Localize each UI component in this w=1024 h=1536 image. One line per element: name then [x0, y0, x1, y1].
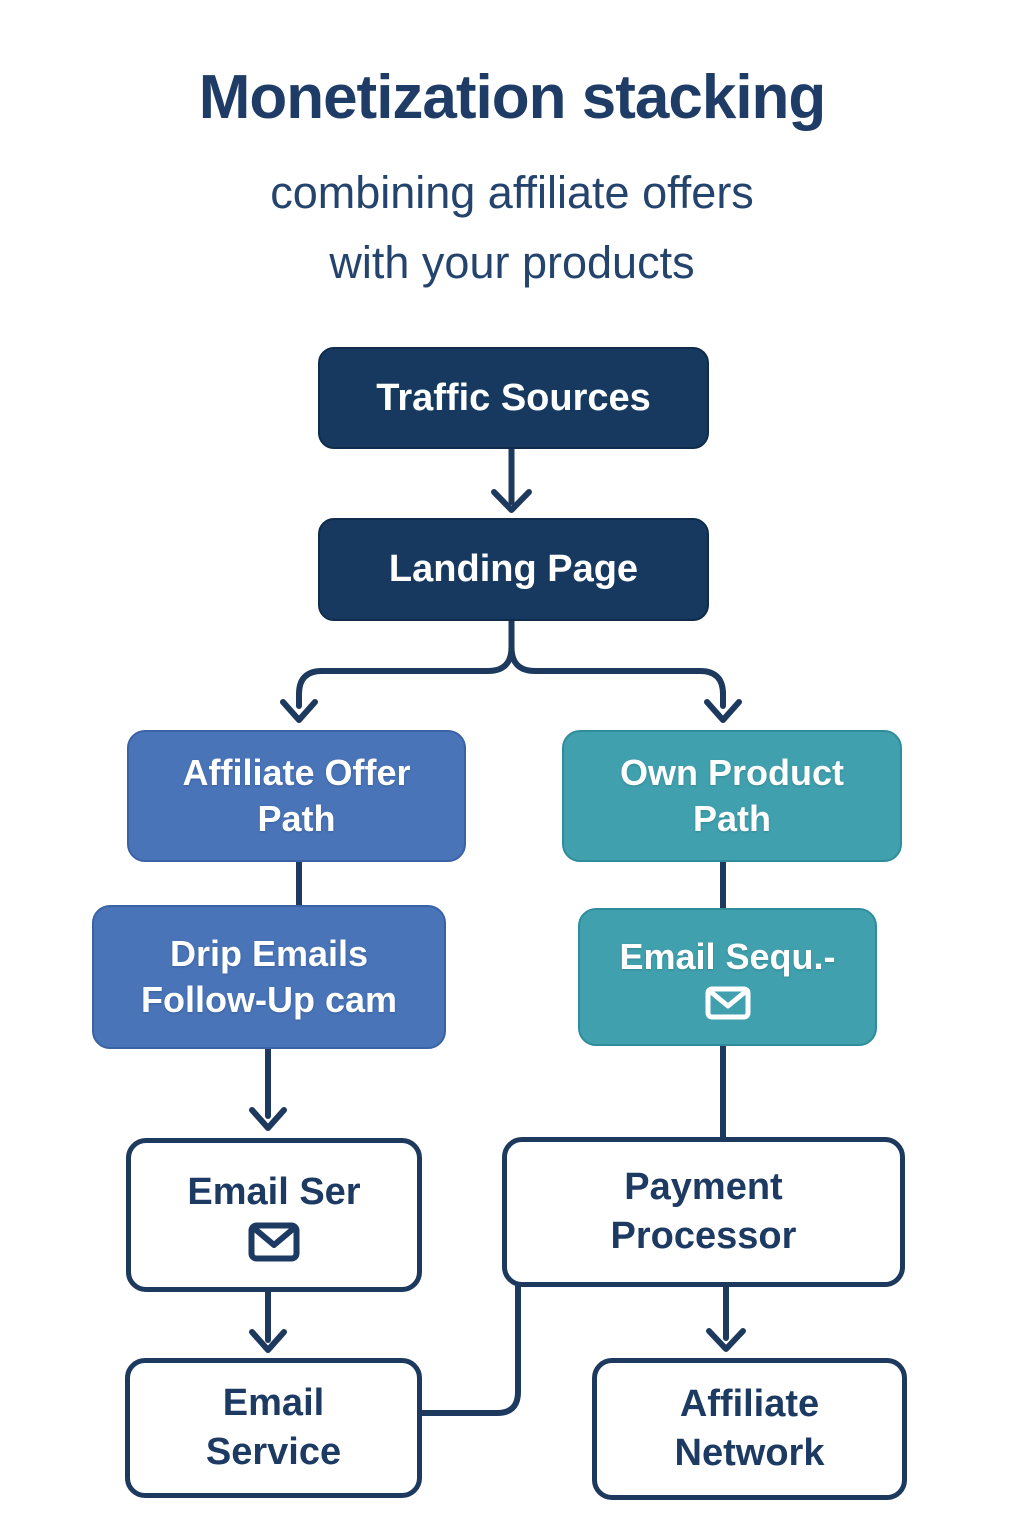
arrowhead-payment-to-affiliate-network: [706, 1328, 746, 1352]
node-own-product-path: Own Product Path: [562, 730, 902, 862]
arrowhead-traffic-to-landing: [491, 489, 532, 513]
edge-landing-to-affiliate-path: [296, 614, 515, 709]
node-landing-page: Landing Page: [318, 518, 709, 621]
node-label-line-2: Path: [257, 798, 336, 839]
node-label: Landing Page: [388, 548, 639, 591]
subtitle-line-2: with your products: [329, 237, 695, 288]
node-label-line-2: Follow-Up cam: [140, 979, 397, 1020]
node-affiliate-network: Affiliate Network: [592, 1358, 907, 1500]
page-title: Monetization stacking: [198, 63, 827, 132]
node-label-line-2: Processor: [610, 1215, 797, 1257]
envelope-icon: [248, 1222, 300, 1262]
node-payment-processor: Payment Processor: [502, 1137, 905, 1287]
edge-payment-to-email-service: [410, 1274, 521, 1416]
node-label-line-2: Network: [674, 1432, 825, 1474]
arrowhead-email-ser-to-email-service: [249, 1329, 287, 1353]
node-email-ser: Email Ser: [126, 1138, 422, 1292]
page-subtitle: combining affiliate offers with your pro…: [0, 158, 1024, 298]
node-label-line-1: Payment: [624, 1166, 783, 1209]
node-traffic-sources: Traffic Sources: [318, 347, 709, 449]
node-label: Email Sequ.-: [619, 935, 836, 977]
node-label-line-1: Affiliate Offer: [182, 751, 411, 793]
envelope-icon: [705, 986, 750, 1020]
node-affiliate-offer-path: Affiliate Offer Path: [127, 730, 466, 862]
node-label-line-2: Path: [692, 798, 771, 839]
node-email-sequence: Email Sequ.-: [578, 908, 877, 1046]
edge-landing-to-own-path: [508, 614, 726, 709]
node-label-line-1: Email: [222, 1382, 325, 1425]
node-label-line-1: Own Product: [620, 751, 844, 793]
arrowhead-drip-to-email-ser: [249, 1107, 287, 1131]
node-label-line-1: Affiliate: [679, 1383, 820, 1426]
node-label: Traffic Sources: [376, 376, 651, 419]
subtitle-line-1: combining affiliate offers: [270, 167, 754, 218]
node-label: Email Ser: [187, 1170, 361, 1213]
arrowhead-landing-to-own-path: [704, 699, 742, 723]
node-email-service: Email Service: [125, 1358, 422, 1498]
node-label-line-2: Service: [205, 1431, 342, 1473]
node-label-line-1: Drip Emails: [169, 932, 369, 974]
arrowhead-landing-to-affiliate-path: [280, 699, 318, 723]
node-drip-emails: Drip Emails Follow-Up cam: [92, 905, 446, 1049]
